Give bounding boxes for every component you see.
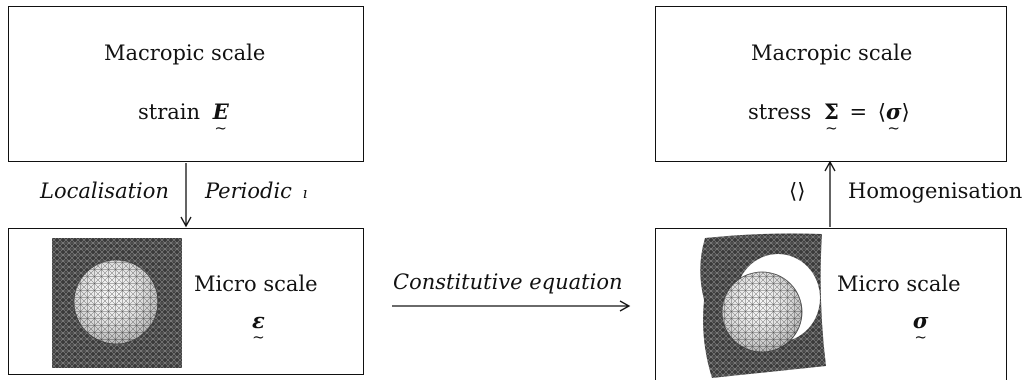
macro-stress-title: Macropic scale	[751, 41, 913, 65]
macro-stress-expression: stress Σ = ⟨σ⟩	[748, 101, 910, 123]
stress-label: stress	[748, 100, 812, 124]
micro-strain-symbol: ε	[252, 310, 265, 331]
homogenisation-label: Homogenisation	[848, 179, 1023, 203]
homogenisation-arrow	[824, 160, 836, 227]
micro-stress-title: Micro scale	[837, 272, 961, 296]
micro-stress-symbol: σ	[913, 310, 928, 331]
macro-strain-title: Macropic scale	[104, 41, 266, 65]
periodic-label: Periodic ı	[205, 179, 308, 203]
deformed-mesh-image	[700, 233, 826, 378]
micro-stress-average-symbol: σ	[886, 101, 901, 122]
equals-sign: =	[849, 100, 868, 124]
average-close-bracket: ⟩	[901, 100, 910, 124]
undeformed-mesh-image	[52, 238, 182, 368]
localisation-arrow	[180, 163, 192, 228]
average-operator-label: ⟨⟩	[789, 179, 806, 203]
localisation-label: Localisation	[40, 179, 169, 203]
constitutive-equation-arrow	[392, 300, 631, 312]
macro-strain-box	[8, 6, 364, 162]
constitutive-equation-label: Constitutive equation	[393, 270, 623, 294]
cut-off-glyph: ı	[302, 184, 308, 202]
micro-strain-title: Micro scale	[194, 272, 318, 296]
macro-stress-symbol: Σ	[824, 101, 839, 122]
average-open-bracket: ⟨	[877, 100, 886, 124]
macro-strain-expression: strain E	[138, 101, 229, 123]
strain-label: strain	[138, 100, 201, 124]
strain-tensor-symbol: E	[213, 101, 229, 122]
